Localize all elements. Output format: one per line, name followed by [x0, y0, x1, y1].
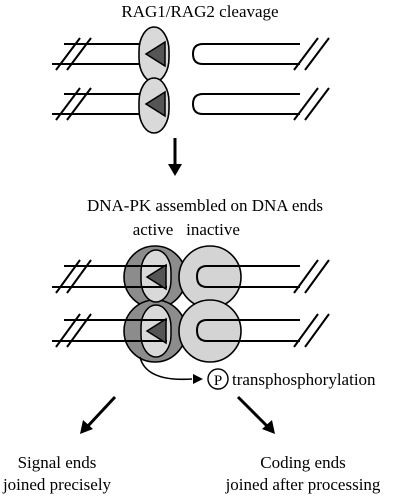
transphosphorylation-label: transphosphorylation [232, 370, 376, 389]
active-label: active [133, 220, 174, 239]
right-outcome-arrow [236, 395, 275, 434]
rag-cleavage-row-1 [52, 26, 330, 83]
dnapk-title: DNA-PK assembled on DNA ends [87, 196, 323, 215]
dnapk-inactive-circle [178, 245, 242, 309]
signal-sequence-triangle [145, 263, 167, 291]
inactive-label: inactive [186, 220, 240, 239]
left-dna-strand [52, 259, 167, 294]
signal-sequence-triangle [144, 40, 166, 68]
joined-after-processing-label: joined after processing [225, 475, 381, 494]
signal-sequence-triangle [144, 90, 166, 118]
rag-cleavage-title: RAG1/RAG2 cleavage [121, 2, 278, 21]
coding-ends-label: Coding ends [260, 453, 345, 472]
transphosphorylation-arrow [139, 356, 203, 384]
left-dna-strand [52, 313, 167, 348]
phosphate-icon [207, 368, 229, 390]
right-coding-hairpin [191, 37, 330, 71]
rag-cleavage-row-2 [52, 77, 330, 134]
right-coding-hairpin [191, 87, 330, 121]
down-arrow [168, 138, 182, 176]
joined-precisely-label: joined precisely [2, 475, 112, 494]
dnapk-complexes [52, 245, 330, 363]
signal-sequence-triangle [145, 317, 167, 345]
right-coding-hairpin [195, 259, 330, 294]
phosphate-symbol: P [214, 373, 222, 389]
right-coding-hairpin [195, 313, 330, 348]
left-outcome-arrow [80, 395, 117, 434]
dnapk-inactive-circle [178, 299, 242, 363]
signal-ends-label: Signal ends [18, 453, 97, 472]
